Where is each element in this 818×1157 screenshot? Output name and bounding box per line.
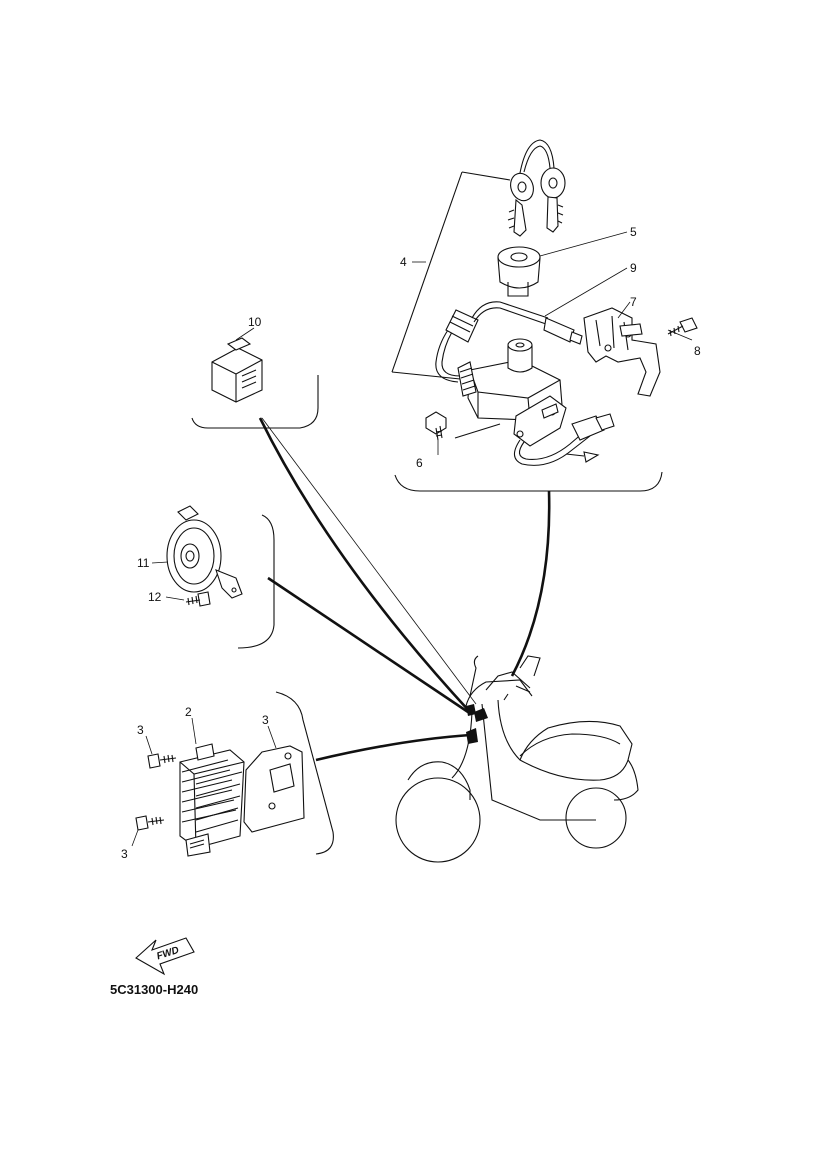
callout-6: 6 [416,456,423,470]
callout-10: 10 [248,315,262,329]
mounting-bracket-icon [583,307,661,397]
location-marker-switch [466,704,476,716]
part-code: 5C31300-H240 [110,982,198,997]
screw-8-icon [667,317,698,337]
callout-1: 2 [185,705,192,719]
callout-7: 7 [630,295,637,309]
callout-5: 5 [630,225,637,239]
main-switch-assembly: 4 5 9 7 8 6 [391,139,701,470]
screw-12-icon: 12 [148,590,211,607]
callout-8: 8 [694,344,701,358]
bracket-rectifier-group [275,691,334,855]
rectifier-regulator-icon: 2 [179,705,245,857]
callout-4: 4 [400,255,407,269]
location-marker-relay [474,708,488,722]
wire-harness-icon [435,301,615,466]
callout-3-lower: 3 [121,847,128,861]
main-switch-body-icon [457,338,567,447]
bracket-horn-group [237,514,275,649]
callout-9: 9 [630,261,637,275]
horn-icon: 11 [137,505,243,599]
relay-icon: 10 [211,315,263,403]
leader-line-relay [258,417,471,713]
key-set-icon [507,139,566,237]
forward-direction-arrow-icon: FWD [135,937,195,976]
gasket-icon: 3 [243,713,305,833]
screw-3-lower-icon: 3 [121,815,165,861]
callout-2: 3 [262,713,269,727]
scooter-illustration [395,655,639,863]
switch-cap-icon [497,246,541,297]
location-marker-rectifier [466,728,478,744]
callout-11: 11 [137,556,150,570]
callout-12: 12 [148,590,162,604]
bracket-main-switch-group [394,471,663,492]
bolt-6-icon [425,411,447,441]
leader-line-horn [267,576,469,714]
leader-line-main-switch [510,490,551,677]
callout-3-upper: 3 [137,723,144,737]
screw-3-upper-icon: 3 [137,723,177,769]
bracket-relay-group [191,375,319,429]
leader-ray [261,417,477,705]
leader-line-rectifier [315,733,471,762]
